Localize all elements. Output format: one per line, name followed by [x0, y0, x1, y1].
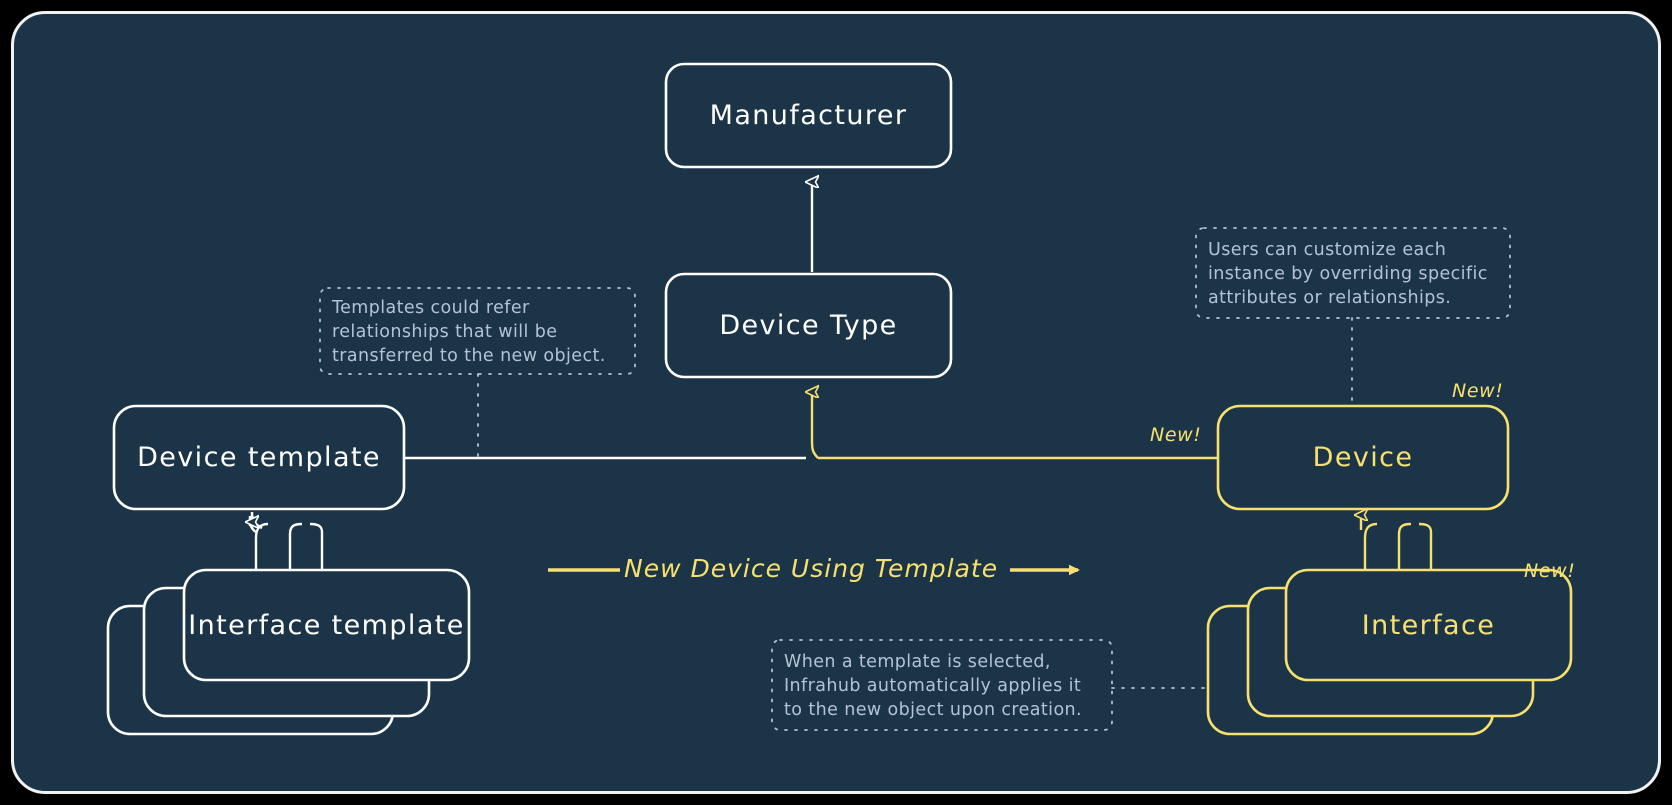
node-device-type[interactable]: [664, 272, 953, 379]
node-device-template[interactable]: [112, 404, 406, 511]
note-users-customize: [1195, 227, 1511, 407]
node-manufacturer[interactable]: [664, 62, 953, 169]
edge-interfacetemplate-to-devicetemplate: [250, 511, 324, 570]
note-template-selected: [771, 639, 1209, 731]
node-interface-stack[interactable]: [1206, 568, 1573, 736]
edge-template-spine: [404, 392, 1218, 460]
node-device[interactable]: [1216, 404, 1510, 511]
node-interface-template-stack[interactable]: [106, 568, 471, 736]
edge-interface-to-device: [1361, 515, 1433, 570]
note-templates-refer: [319, 287, 636, 459]
